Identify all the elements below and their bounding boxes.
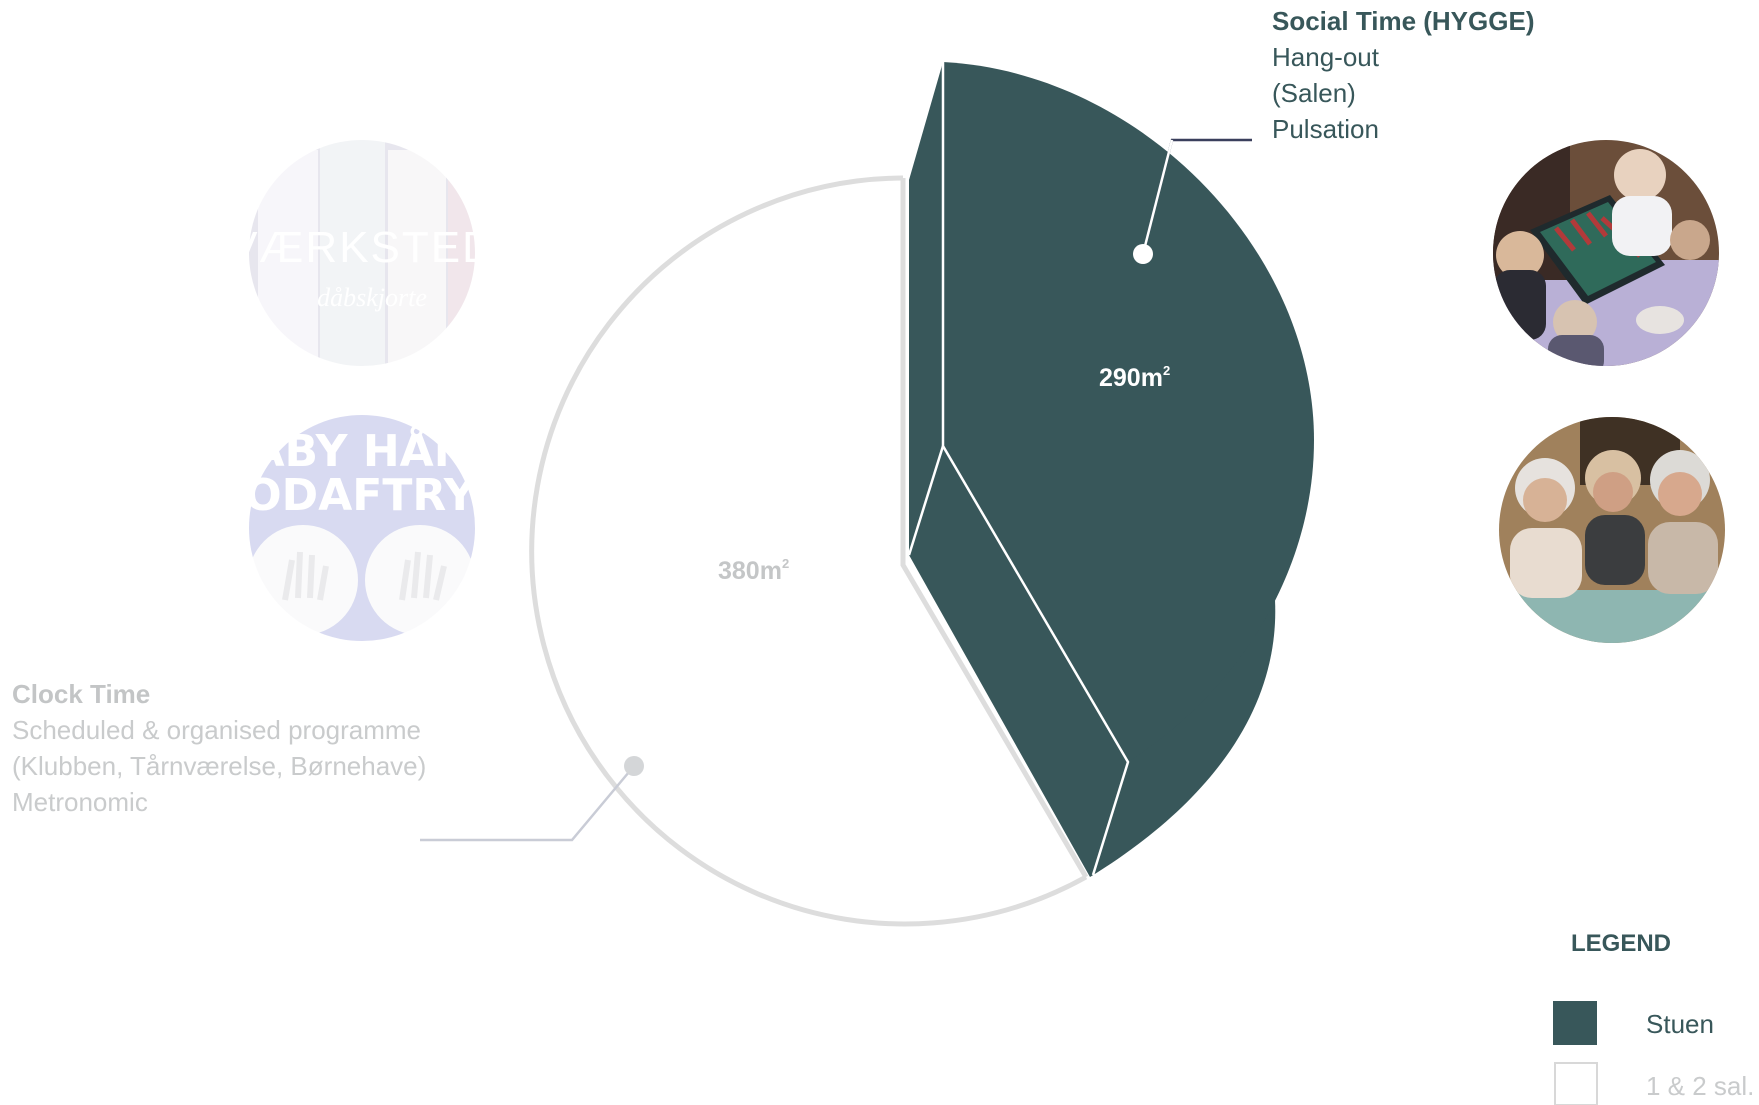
- ground-floor-area-unit: 2: [1162, 363, 1171, 378]
- social-time-label: Social Time (HYGGE) Hang-out (Salen) Pul…: [1272, 3, 1534, 147]
- upper-floors-area-label: 380m2: [718, 556, 789, 586]
- workshop-photo: VÆRKSTED dåbskjorte: [228, 140, 496, 366]
- backgammon-game-photo: [1493, 140, 1719, 366]
- baby-handprint-photo: BABY HÅND FODAFTRYK: [214, 415, 511, 641]
- legend-label-upper-floors: 1 & 2 sal.: [1646, 1071, 1755, 1101]
- clock-time-title: Clock Time: [12, 679, 151, 709]
- clock-time-marker-dot: [624, 756, 644, 776]
- upper-floors-edge: [900, 178, 1089, 879]
- upper-floors-area-unit: 2: [781, 556, 790, 571]
- legend-swatch-stuen: [1553, 1001, 1597, 1045]
- social-time-title: Social Time (HYGGE): [1272, 6, 1535, 36]
- clock-time-leader-line: [420, 765, 635, 842]
- clock-time-line-2: (Klubben, Tårnværelse, Børnehave): [12, 751, 427, 781]
- social-time-line-3: Pulsation: [1272, 114, 1379, 144]
- workshop-photo-text: VÆRKSTED: [228, 223, 496, 272]
- legend-title: LEGEND: [1571, 930, 1672, 957]
- clock-time-line-1: Scheduled & organised programme: [12, 715, 422, 745]
- social-time-leader-line-inner: [1141, 139, 1174, 255]
- legend-label-stuen: Stuen: [1646, 1009, 1714, 1039]
- upper-floors-area-value: 380m: [718, 557, 782, 585]
- ground-floor-area-value: 290m: [1099, 364, 1163, 392]
- ground-floor-side-edge: [907, 445, 945, 556]
- social-time-marker-dot: [1133, 244, 1153, 264]
- handprint-photo-text-2: FODAFTRYK: [214, 470, 511, 521]
- clock-time-line-3: Metronomic: [12, 787, 148, 817]
- ground-floor-area-label: 290m2: [1099, 363, 1170, 393]
- laughing-women-photo: [1499, 417, 1725, 643]
- clock-time-label: Clock Time Scheduled & organised program…: [12, 676, 426, 820]
- ground-floor-top-face: [943, 62, 1314, 762]
- legend-swatch-upper-floors: [1554, 1062, 1598, 1105]
- social-time-line-2: (Salen): [1272, 78, 1356, 108]
- workshop-photo-subtext: dåbskjorte: [317, 283, 427, 312]
- social-time-line-1: Hang-out: [1272, 42, 1379, 72]
- ground-floor-top-face-edge: [941, 62, 1130, 876]
